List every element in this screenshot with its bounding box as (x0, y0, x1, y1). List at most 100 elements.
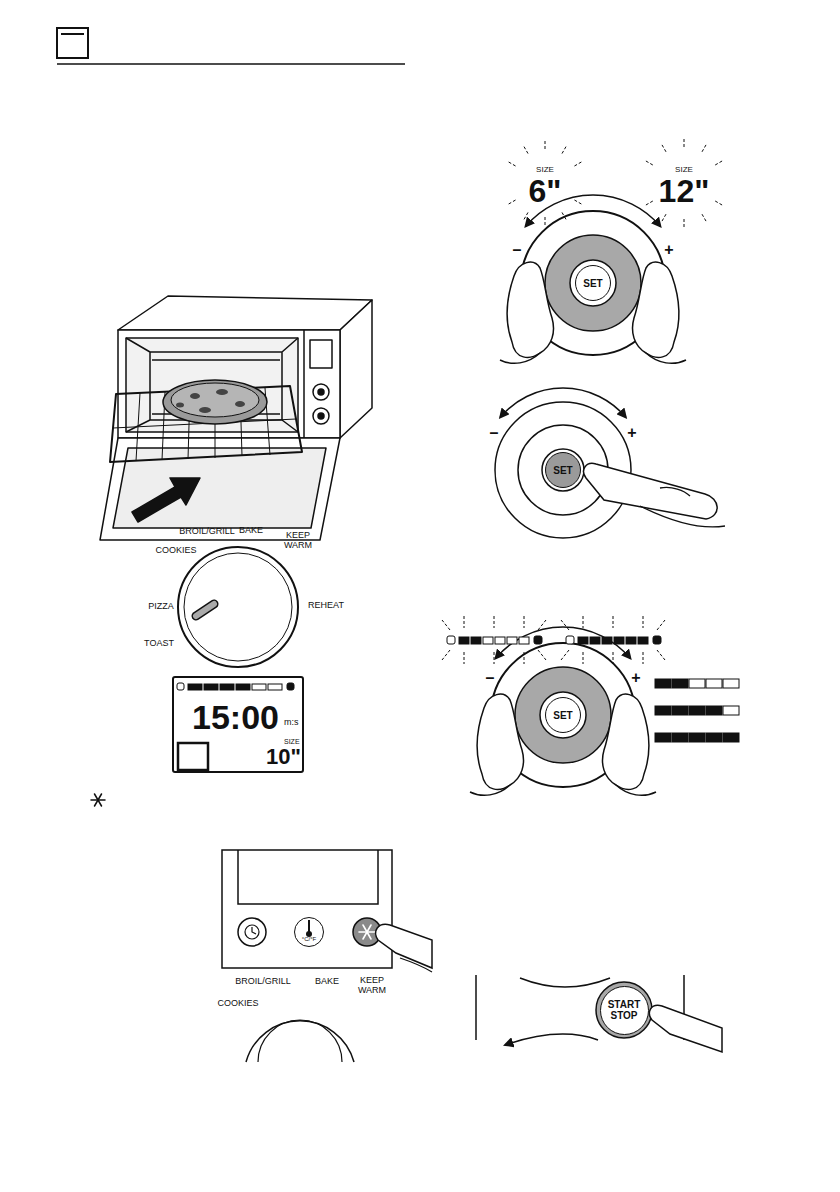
flash-ray (562, 145, 567, 154)
browning-bar (706, 706, 722, 715)
minus-sign: – (490, 424, 499, 442)
flash-ray (715, 201, 724, 206)
flash-ray (494, 652, 495, 664)
flash-ray (684, 219, 685, 229)
set-button: SET (545, 697, 581, 733)
flash-ray (661, 143, 666, 152)
browning-bar (590, 637, 600, 644)
browning-bar (723, 706, 739, 715)
browning-bar (578, 637, 588, 644)
flash-ray (643, 652, 644, 664)
mode-label: COOKIES (217, 999, 258, 1009)
flash-ray (523, 145, 528, 154)
size-value: 12" (659, 174, 710, 209)
flash-ray (661, 214, 666, 223)
browning-bar (672, 679, 688, 688)
browning-bar (689, 733, 705, 742)
flash-ray (657, 650, 665, 660)
toast-icon (287, 683, 294, 690)
mode-label: BAKE (239, 526, 263, 536)
flash-ray (523, 212, 528, 221)
mode-label: BAKE (315, 977, 339, 987)
flash-ray (643, 616, 644, 628)
browning-bar (602, 637, 612, 644)
minus-sign: – (486, 669, 495, 687)
toast-icon (534, 636, 542, 644)
flash-ray (583, 616, 584, 628)
lcd-text: 10" (266, 746, 301, 768)
set-button: SET (545, 452, 581, 488)
mode-label: KEEP WARM (278, 531, 318, 551)
flash-ray (464, 652, 465, 664)
mode-label: KEEP WARM (352, 976, 392, 996)
browning-bar (268, 684, 282, 690)
browning-bar (236, 684, 250, 690)
browning-bar (507, 637, 517, 644)
flash-ray (702, 214, 707, 223)
button-text: SET (583, 278, 602, 289)
unit-button: °C/°F (294, 917, 324, 947)
flash-ray (538, 620, 546, 630)
flash-ray (464, 616, 465, 628)
button-text: SET (553, 465, 572, 476)
flash-ray (574, 200, 583, 205)
flash-ray (507, 200, 516, 205)
flash-ray (442, 620, 450, 630)
browning-bar (252, 684, 266, 690)
flash-ray (442, 650, 450, 660)
browning-bar (723, 679, 739, 688)
flash-ray (524, 616, 525, 628)
flash-ray (684, 137, 685, 147)
flash-ray (545, 139, 546, 149)
size-value: 6" (529, 174, 562, 209)
browning-bar (220, 684, 234, 690)
plus-sign: + (664, 241, 673, 259)
flash-ray (644, 201, 653, 206)
mode-label: BROIL/GRILL (179, 527, 235, 537)
browning-bar (655, 706, 671, 715)
set-button: SET (575, 265, 611, 301)
browning-bar (519, 637, 529, 644)
toast-icon (177, 683, 184, 690)
size-caption: SIZE (675, 166, 693, 175)
size-caption: SIZE (536, 166, 554, 175)
toast-icon (447, 636, 455, 644)
browning-bar (706, 679, 722, 688)
plus-sign: + (631, 669, 640, 687)
browning-bar (204, 684, 218, 690)
flash-ray (538, 650, 546, 660)
flash-ray (561, 650, 569, 660)
lcd-text: SIZE (284, 738, 300, 745)
flash-ray (657, 620, 665, 630)
mode-label: PIZZA (148, 602, 174, 612)
browning-bar (655, 733, 671, 742)
flash-ray (613, 652, 614, 664)
plus-sign: + (627, 424, 636, 442)
browning-bar (495, 637, 505, 644)
browning-bar (689, 679, 705, 688)
browning-bar (723, 733, 739, 742)
mode-label: COOKIES (155, 546, 196, 556)
button-text: SET (553, 710, 572, 721)
browning-bar (689, 706, 705, 715)
flash-ray (494, 616, 495, 628)
button-text: START STOP (606, 999, 642, 1021)
browning-bar (188, 684, 202, 690)
flash-ray (507, 161, 516, 166)
flash-ray (562, 212, 567, 221)
toast-icon (653, 636, 661, 644)
flash-ray (644, 160, 653, 165)
flash-ray (613, 616, 614, 628)
lcd-display: 15:00m:sSIZE10" (172, 676, 304, 773)
flash-ray (715, 160, 724, 165)
flash-ray (583, 652, 584, 664)
flash-ray (545, 217, 546, 227)
minus-sign: – (513, 241, 522, 259)
flash-ray (561, 620, 569, 630)
lcd-text: 15:00 (192, 700, 279, 734)
mode-label: BROIL/GRILL (235, 977, 291, 987)
browning-bar (706, 733, 722, 742)
mode-label: TOAST (144, 639, 174, 649)
browning-bar (614, 637, 624, 644)
flash-ray (524, 652, 525, 664)
